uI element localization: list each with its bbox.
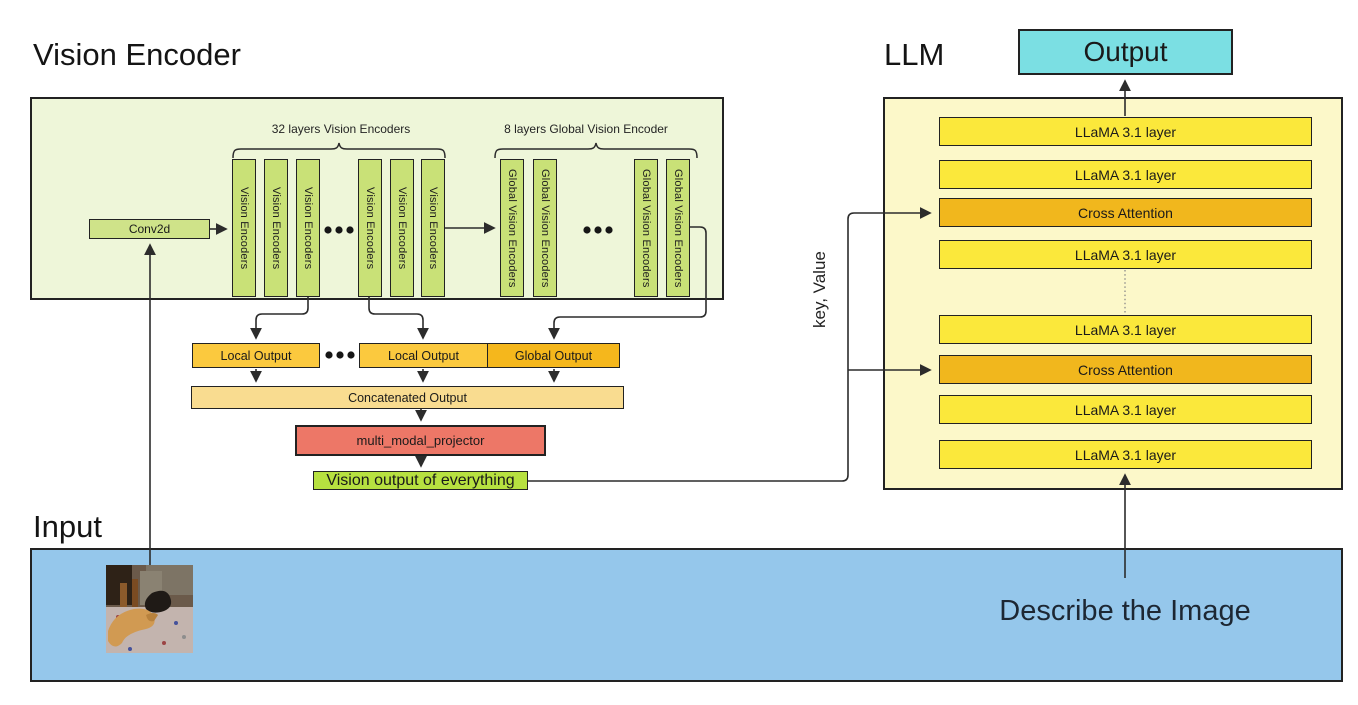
concatenated-output-box: Concatenated Output: [191, 386, 624, 409]
photo-rug-pattern: [162, 641, 166, 645]
local-output-box-2: Local Output: [359, 343, 488, 368]
llm-layer-row: LLaMA 3.1 layer: [939, 160, 1312, 189]
llm-layer-row: LLaMA 3.1 layer: [939, 117, 1312, 146]
input-title: Input: [33, 509, 102, 544]
local-output-box-1: Local Output: [192, 343, 320, 368]
photo-rug-pattern: [182, 635, 186, 639]
global-vision-encoder-bar: Global Vision Encoders: [533, 159, 557, 297]
llm-layer-row: LLaMA 3.1 layer: [939, 315, 1312, 344]
vision-encoder-bar: Vision Encoders: [421, 159, 445, 297]
photo-dog-head: [146, 613, 158, 622]
llm-panel: [883, 97, 1343, 490]
output-box: Output: [1018, 29, 1233, 75]
photo-golden-dog: [108, 608, 155, 647]
llm-layer-row: LLaMA 3.1 layer: [939, 240, 1312, 269]
photo-rug-pattern: [128, 647, 132, 651]
vision-encoder-title: Vision Encoder: [33, 37, 241, 72]
vision-encoder-bar: Vision Encoders: [358, 159, 382, 297]
vision-encoder-bar: Vision Encoders: [390, 159, 414, 297]
photo-table-leg: [132, 579, 138, 607]
ellipsis-dots-outputs: [325, 351, 355, 359]
vision-encoder-bar: Vision Encoders: [264, 159, 288, 297]
input-prompt-text: Describe the Image: [999, 595, 1251, 627]
arrow-encoder-to-local-output-2: [368, 297, 429, 340]
multi-modal-projector-box: multi_modal_projector: [295, 425, 546, 456]
input-panel: [30, 548, 1343, 682]
conv2d-box: Conv2d: [89, 219, 210, 239]
photo-rug-pattern: [174, 621, 178, 625]
arrow-encoder-to-local-output-1: [250, 297, 309, 340]
photo-shadow-area: [106, 565, 132, 605]
global-vision-encoder-bar: Global Vision Encoders: [666, 159, 690, 297]
cross-attention-row: Cross Attention: [939, 355, 1312, 384]
llm-title: LLM: [884, 37, 945, 72]
cross-attention-row: Cross Attention: [939, 198, 1312, 227]
vision-encoder-bar: Vision Encoders: [296, 159, 320, 297]
input-image: [106, 565, 193, 653]
local-encoders-group-label: 32 layers Vision Encoders: [271, 122, 411, 136]
global-vision-encoder-bar: Global Vision Encoders: [500, 159, 524, 297]
llm-layer-row: LLaMA 3.1 layer: [939, 395, 1312, 424]
key-value-label: key, Value: [810, 251, 829, 328]
global-encoders-group-label: 8 layers Global Vision Encoder: [504, 122, 668, 136]
llm-layer-row: LLaMA 3.1 layer: [939, 440, 1312, 469]
vision-output-box: Vision output of everything: [313, 471, 528, 490]
photo-black-dog: [144, 590, 172, 613]
photo-table-leg: [120, 583, 127, 609]
vision-encoder-bar: Vision Encoders: [232, 159, 256, 297]
global-output-box: Global Output: [487, 343, 620, 368]
global-vision-encoder-bar: Global Vision Encoders: [634, 159, 658, 297]
